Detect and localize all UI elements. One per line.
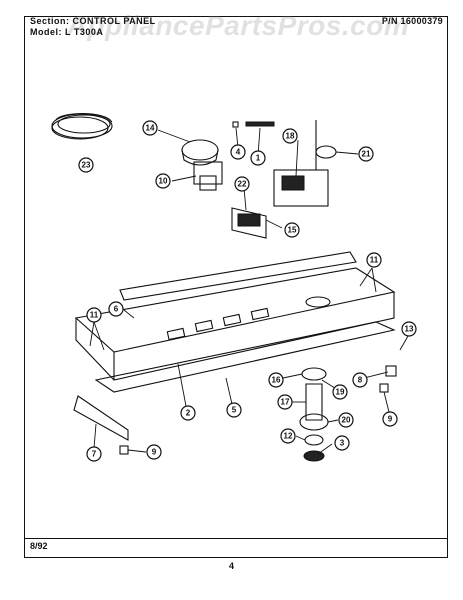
svg-text:20: 20: [342, 416, 351, 425]
leader-lines: [89, 127, 409, 455]
end-bracket: [73, 395, 129, 441]
svg-text:5: 5: [232, 406, 237, 415]
footer-rule: [24, 538, 448, 539]
svg-text:16: 16: [272, 376, 281, 385]
svg-text:9: 9: [152, 448, 157, 457]
svg-text:10: 10: [159, 177, 168, 186]
callout-12: 12: [280, 428, 296, 444]
timer-assembly: [181, 139, 223, 191]
svg-text:22: 22: [238, 180, 247, 189]
page-number: 4: [228, 561, 234, 571]
callout-3: 3: [334, 435, 350, 451]
callout-7: 7: [86, 446, 102, 462]
callout-14: 14: [142, 120, 158, 136]
svg-text:19: 19: [336, 388, 345, 397]
svg-text:21: 21: [362, 150, 371, 159]
callout-5: 5: [226, 402, 242, 418]
callout-2: 2: [180, 405, 196, 421]
page-frame: [24, 16, 448, 558]
callout-22: 22: [234, 176, 250, 192]
callout-9-left: 9: [146, 444, 162, 460]
part-number: P/N 16000379: [381, 16, 443, 26]
svg-text:2: 2: [186, 409, 191, 418]
model-title: Model: L T300A: [30, 27, 104, 37]
svg-text:11: 11: [90, 311, 99, 320]
svg-text:6: 6: [114, 305, 119, 314]
header-left: Section: CONTROL PANEL Model: L T300A: [30, 16, 156, 38]
watermark: AppliancePartsPros.com: [66, 10, 410, 41]
small-fasteners: [232, 121, 275, 128]
svg-text:14: 14: [146, 124, 155, 133]
svg-text:18: 18: [286, 132, 295, 141]
svg-text:15: 15: [288, 226, 297, 235]
wire-harness: [51, 113, 113, 140]
svg-text:7: 7: [92, 450, 97, 459]
console-panel: [74, 251, 396, 393]
svg-text:3: 3: [340, 439, 345, 448]
clip-9b: [119, 445, 129, 455]
callout-18: 18: [282, 128, 298, 144]
callout-20: 20: [338, 412, 354, 428]
callout-1: 1: [250, 150, 266, 166]
svg-text:11: 11: [370, 256, 379, 265]
callout-4: 4: [230, 144, 246, 160]
section-title: Section: CONTROL PANEL: [30, 16, 156, 26]
callout-17: 17: [277, 394, 293, 410]
callout-19: 19: [332, 384, 348, 400]
callout-10: 10: [155, 173, 171, 189]
callout-16: 16: [268, 372, 284, 388]
callout-11-right: 11: [366, 252, 382, 268]
callout-8: 8: [352, 372, 368, 388]
callout-11-left: 11: [86, 307, 102, 323]
revision-date: 8/92: [30, 541, 48, 551]
svg-text:12: 12: [284, 432, 293, 441]
knob-stack: [299, 367, 329, 462]
terminal-block: [231, 207, 267, 239]
callout-9-right: 9: [382, 411, 398, 427]
svg-text:9: 9: [388, 415, 393, 424]
callout-13: 13: [401, 321, 417, 337]
svg-text:8: 8: [358, 376, 363, 385]
svg-text:23: 23: [82, 161, 91, 170]
clip-8: [385, 365, 397, 377]
callout-6: 6: [108, 301, 124, 317]
callout-15: 15: [284, 222, 300, 238]
callout-23: 23: [78, 157, 94, 173]
svg-text:17: 17: [281, 398, 290, 407]
control-switch: [273, 120, 337, 207]
svg-text:1: 1: [256, 154, 261, 163]
svg-text:4: 4: [236, 148, 241, 157]
clip-9a: [379, 383, 389, 393]
svg-text:13: 13: [405, 325, 414, 334]
callout-21: 21: [358, 146, 374, 162]
